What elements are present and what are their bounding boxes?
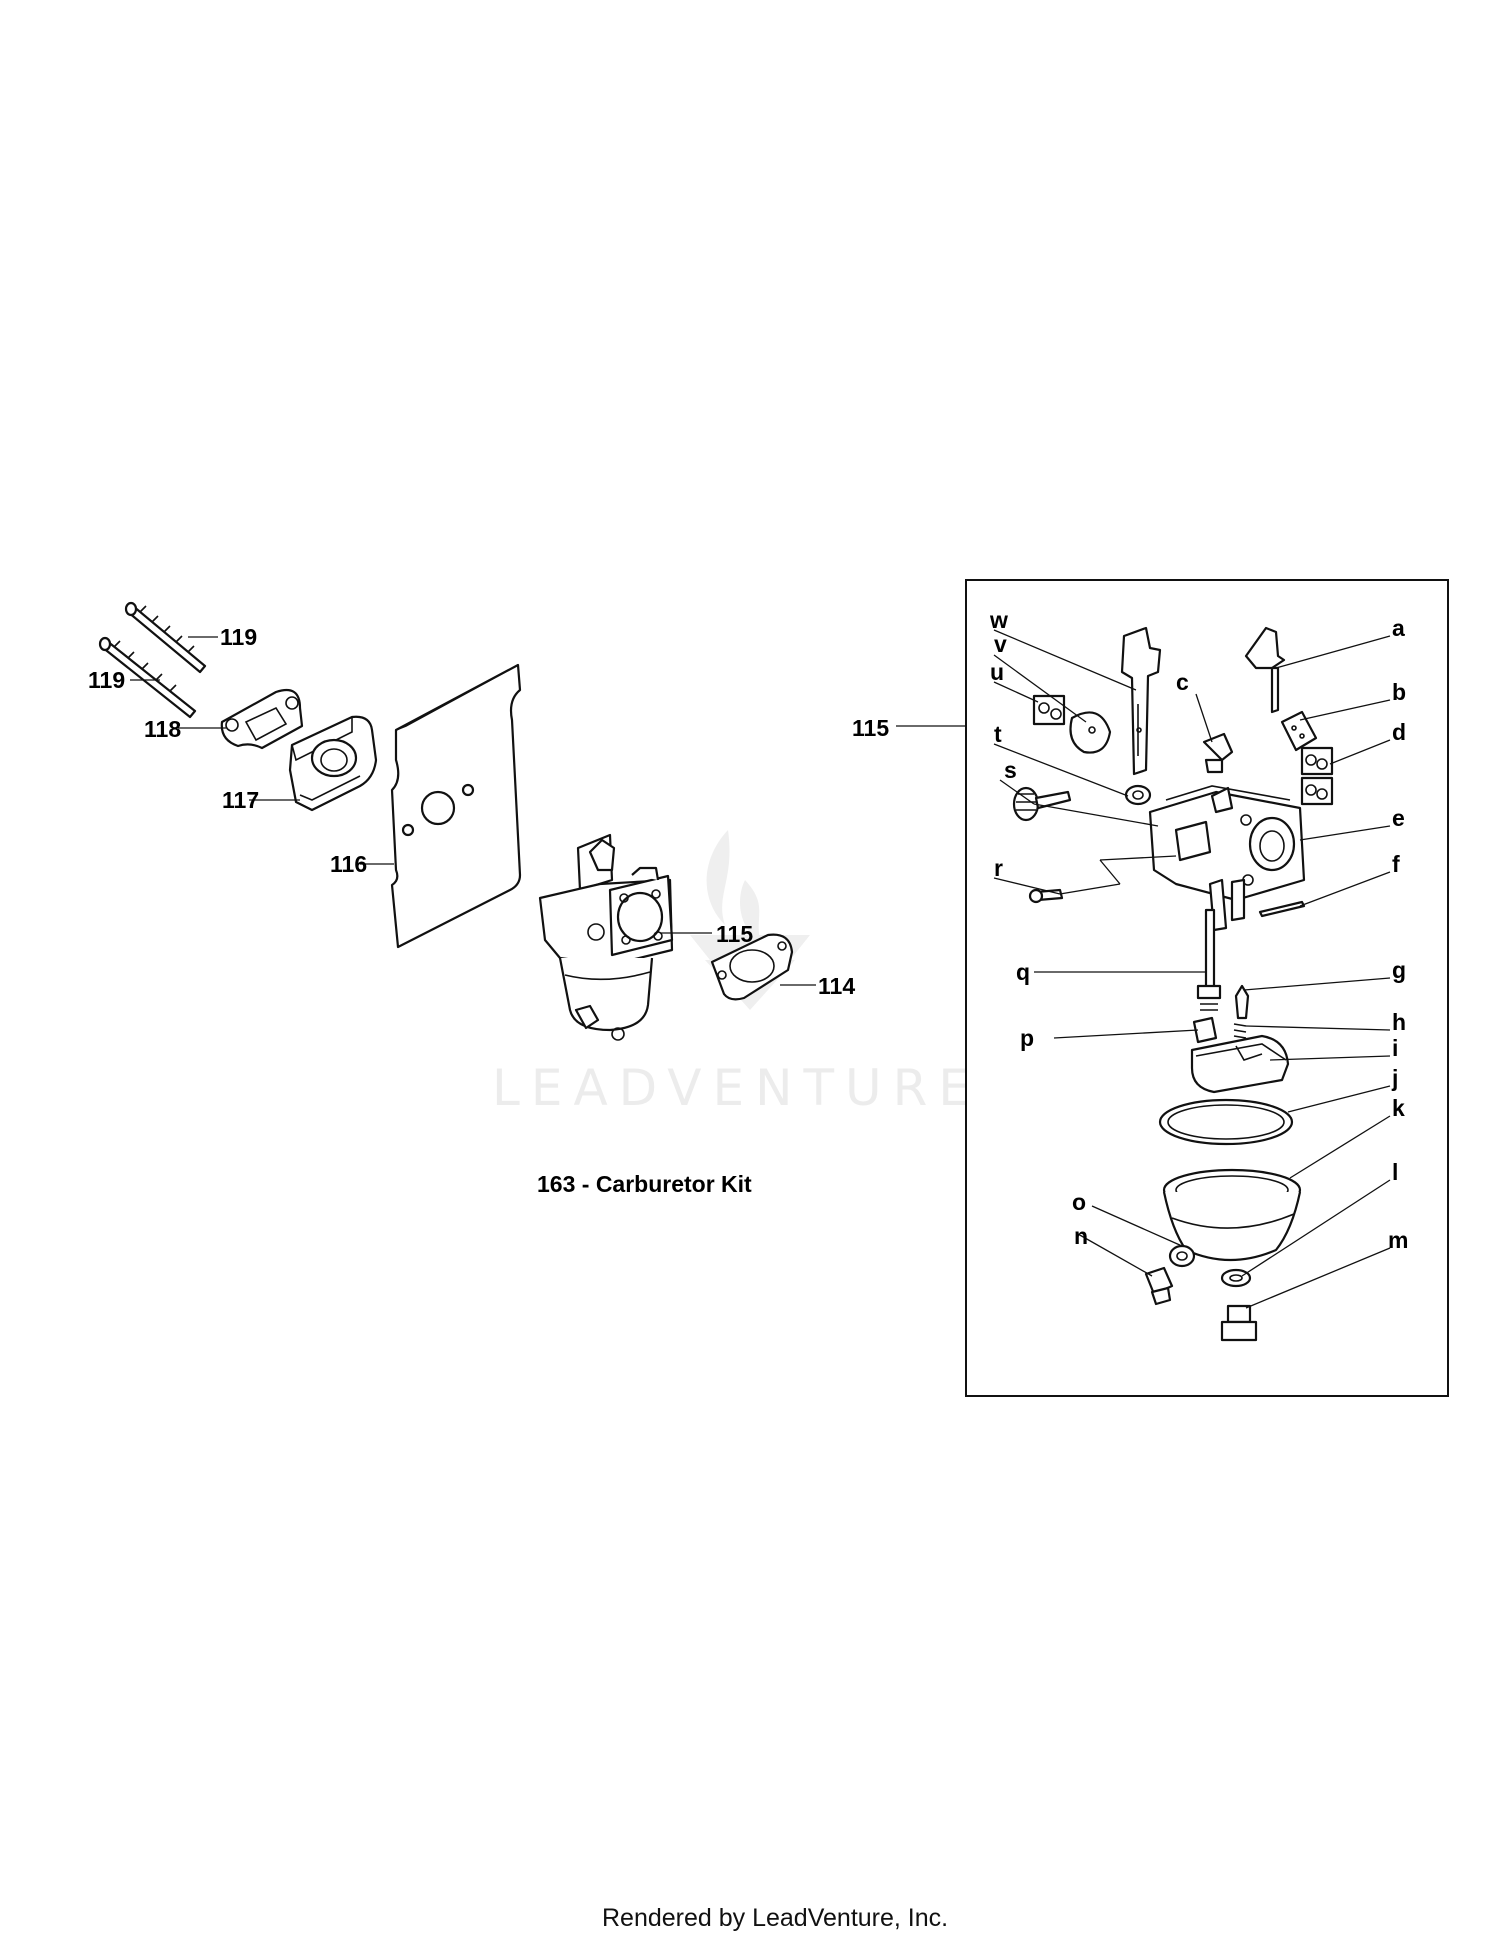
- footer-credit: Rendered by LeadVenture, Inc.: [602, 1904, 948, 1932]
- detail-part-s-idle-screw: [1012, 786, 1072, 822]
- callout-o: o: [1072, 1189, 1086, 1215]
- callout-u: u: [990, 659, 1004, 685]
- detail-part-f-pin: [1258, 900, 1306, 918]
- detail-part-l-washer: [1220, 1268, 1252, 1288]
- callout-n: n: [1074, 1223, 1088, 1249]
- callout-j: j: [1391, 1065, 1398, 1091]
- detail-part-h-spring: [1233, 1023, 1247, 1039]
- detail-part-g-float-needle: [1234, 984, 1250, 1020]
- watermark-text: LEADVENTURE: [492, 1059, 981, 1117]
- detail-part-i-float: [1190, 1034, 1290, 1094]
- detail-box-115: 115: [852, 579, 1449, 1397]
- callout-s: s: [1004, 757, 1017, 783]
- detail-part-c-pilot-jet: [1202, 732, 1234, 774]
- detail-part-p-main-jet: [1192, 1016, 1218, 1044]
- detail-part-b-choke-plate: [1280, 710, 1318, 752]
- callout-g: g: [1392, 957, 1406, 983]
- part-118-gasket: [220, 688, 304, 750]
- callout-k: k: [1392, 1095, 1405, 1121]
- callout-e: e: [1392, 805, 1405, 831]
- detail-part-r-screw: [1028, 888, 1064, 904]
- detail-part-q-main-nozzle: [1196, 908, 1222, 1011]
- callout-f: f: [1392, 851, 1400, 877]
- detail-part-k-float-bowl: [1162, 1168, 1302, 1262]
- leader-lines-main: [130, 636, 816, 986]
- callout-117: 117: [222, 787, 259, 813]
- callout-i: i: [1392, 1035, 1398, 1061]
- callout-w: w: [989, 607, 1008, 633]
- callout-114: 114: [818, 973, 855, 999]
- callout-r: r: [994, 855, 1003, 881]
- callout-h: h: [1392, 1009, 1406, 1035]
- callout-a: a: [1392, 615, 1405, 641]
- callout-119-upper: 119: [220, 624, 257, 650]
- part-119-stud-upper: [124, 601, 207, 674]
- part-116-heat-shield: [390, 663, 522, 949]
- detail-part-n-drain-screw: [1144, 1266, 1174, 1306]
- callout-118: 118: [144, 716, 181, 742]
- callout-116: 116: [330, 851, 367, 877]
- detail-part-t-seal: [1124, 784, 1152, 806]
- callout-d: d: [1392, 719, 1406, 745]
- detail-part-u-screws: [1032, 694, 1066, 726]
- callout-119-lower: 119: [88, 667, 125, 693]
- callout-t: t: [994, 721, 1002, 747]
- detail-part-m-bowl-bolt: [1220, 1304, 1258, 1342]
- callout-m: m: [1388, 1227, 1408, 1253]
- part-114-gasket: [710, 933, 794, 1001]
- callout-b: b: [1392, 679, 1406, 705]
- detail-box-callout: 115: [852, 715, 889, 741]
- part-119-stud-lower: [98, 636, 197, 719]
- detail-part-d-screws: [1300, 746, 1334, 806]
- callout-c: c: [1176, 669, 1189, 695]
- detail-part-w-throttle-shaft: [1120, 626, 1162, 776]
- callout-p: p: [1020, 1025, 1034, 1051]
- callout-q: q: [1016, 959, 1030, 985]
- callout-l: l: [1392, 1159, 1398, 1185]
- detail-part-j-bowl-gasket: [1158, 1098, 1294, 1146]
- kit-title: 163 - Carburetor Kit: [537, 1171, 752, 1197]
- part-115-carburetor-assembly: [538, 833, 674, 1041]
- part-117-insulator: [288, 715, 378, 812]
- detail-part-v-throttle-plate: [1069, 711, 1112, 754]
- callout-115: 115: [716, 921, 753, 947]
- detail-part-a-choke-lever: [1244, 626, 1286, 714]
- callout-v: v: [994, 631, 1007, 657]
- detail-part-o-washer: [1168, 1244, 1196, 1268]
- leader-lines-detail: [993, 629, 1391, 1309]
